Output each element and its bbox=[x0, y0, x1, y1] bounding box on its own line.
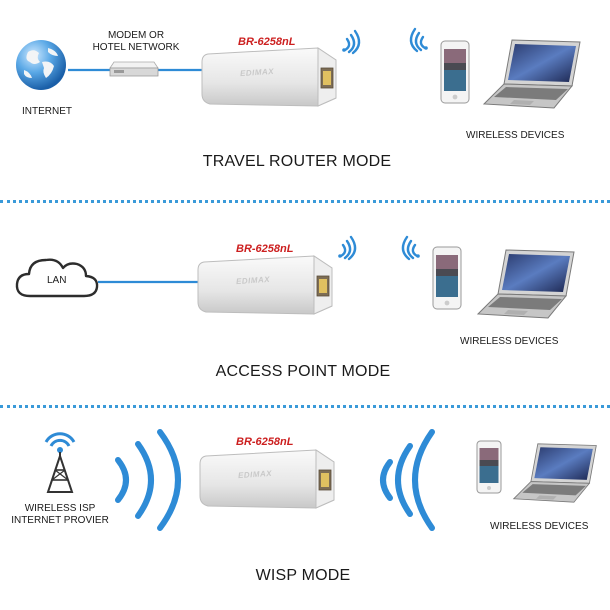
intermediate-label-line: MODEM or bbox=[107, 30, 165, 41]
wifi-wave-icon bbox=[115, 429, 181, 531]
router-device: EDIMAX bbox=[200, 46, 348, 108]
connection-line bbox=[98, 280, 202, 284]
section-divider bbox=[0, 200, 610, 203]
wifi-wave-icon bbox=[380, 429, 435, 531]
smartphone-icon bbox=[476, 440, 502, 494]
laptop-icon bbox=[512, 443, 597, 503]
source-label-line: WIRELESS ISP bbox=[24, 503, 96, 514]
router-model-label: BR-6258nL bbox=[236, 436, 294, 448]
router-model-label: BR-6258nL bbox=[236, 243, 294, 255]
section-divider bbox=[0, 405, 610, 408]
devices-label: WIRELESS DEVICES bbox=[460, 336, 559, 347]
mode-title: ACCESS POINT MODE bbox=[215, 363, 391, 380]
router-device: EDIMAX bbox=[196, 254, 344, 316]
laptop-icon bbox=[476, 249, 575, 319]
wifi-signal-icon bbox=[409, 27, 428, 53]
globe-icon bbox=[16, 40, 66, 90]
mode-title: TRAVEL ROUTER MODE bbox=[202, 153, 392, 170]
source-label: WIRELESS ISP INTERNET PROVIER bbox=[4, 503, 116, 527]
wifi-signal-icon bbox=[338, 235, 357, 261]
smartphone-icon bbox=[432, 246, 462, 310]
devices-label: WIRELESS DEVICES bbox=[466, 130, 565, 141]
mode-title: WISP MODE bbox=[255, 567, 351, 584]
source-label: INTERNET bbox=[22, 106, 72, 117]
cloud-label: LAN bbox=[47, 275, 67, 286]
source-label-line: INTERNET PROVIER bbox=[11, 515, 109, 526]
router-device: EDIMAX bbox=[198, 448, 346, 510]
laptop-icon bbox=[482, 39, 581, 109]
intermediate-label-line: HOTEL NETWORK bbox=[92, 42, 180, 53]
router-model-label: BR-6258nL bbox=[238, 36, 296, 48]
wifi-signal-icon bbox=[342, 29, 361, 55]
cloud-icon bbox=[15, 258, 99, 298]
modem-icon bbox=[109, 61, 159, 77]
wifi-signal-icon bbox=[401, 235, 420, 261]
intermediate-label: MODEM or HOTEL NETWORK bbox=[88, 30, 184, 54]
devices-label: WIRELESS DEVICES bbox=[490, 521, 589, 532]
smartphone-icon bbox=[440, 40, 470, 104]
cell-tower-icon bbox=[44, 432, 76, 493]
